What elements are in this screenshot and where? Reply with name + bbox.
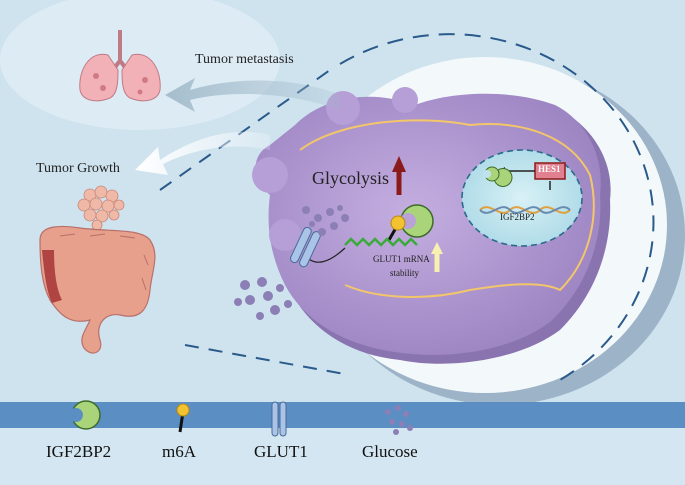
glycolysis-label: Glycolysis xyxy=(312,168,390,188)
glut1-mrna xyxy=(344,237,418,247)
colon-illustration xyxy=(39,225,156,354)
sphere-dashed-outline xyxy=(339,33,655,381)
igf2bp2-nucleus-notch xyxy=(483,170,491,178)
legend-m6a-icon xyxy=(176,403,190,433)
hes1-label: HES1 xyxy=(538,164,561,174)
legend-glucose-label: Glucose xyxy=(362,442,418,461)
glucose-outside xyxy=(234,277,292,320)
tumor-cluster xyxy=(77,185,125,231)
inner-membrane xyxy=(299,119,595,298)
metastasis-arrow xyxy=(165,78,340,112)
cell-bleb-2 xyxy=(392,87,418,113)
legend-area xyxy=(0,428,685,485)
legend-band xyxy=(0,402,685,428)
cell-bleb-3 xyxy=(252,157,288,193)
m6a-head xyxy=(390,215,406,231)
stability-up-arrow-head xyxy=(431,242,443,254)
glut1-mrna-label: GLUT1 mRNA xyxy=(373,254,430,264)
legend-glut1-icon xyxy=(271,401,287,437)
tumor-growth-label: Tumor Growth xyxy=(36,161,120,176)
growth-arrow xyxy=(135,131,270,175)
cell-bleb-4 xyxy=(269,219,301,251)
lungs-illustration xyxy=(79,30,161,102)
tumor-metastasis-label: Tumor metastasis xyxy=(195,52,294,67)
stability-label: stability xyxy=(390,268,419,278)
legend-m6a-label: m6A xyxy=(162,442,196,461)
glut1-membrane-transporter xyxy=(290,226,321,268)
dna-strand-2 xyxy=(479,206,571,214)
legend-igf2bp2-icon xyxy=(69,400,101,430)
igf2bp2-nucleus-label: IGF2BP2 xyxy=(500,212,535,222)
legend-glut1-label: GLUT1 xyxy=(254,442,308,461)
legend-igf2bp2-label: IGF2BP2 xyxy=(46,442,112,461)
legend-glucose-icon xyxy=(385,405,413,435)
glycolysis-up-arrow-head xyxy=(392,156,406,172)
perspective-line-bottom xyxy=(184,344,351,376)
glucose-inside xyxy=(302,205,349,236)
